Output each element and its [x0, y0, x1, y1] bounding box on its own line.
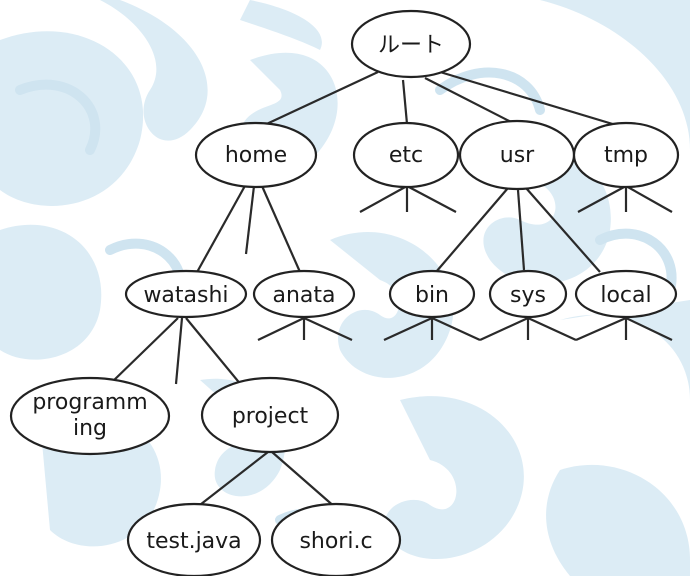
node-watashi: watashi: [124, 269, 248, 319]
node-tmp: tmp: [572, 121, 680, 189]
node-watashi-label: watashi: [143, 283, 228, 308]
edge-usr-local: [525, 187, 601, 273]
edge-root-home: [257, 71, 379, 129]
node-anata-ellipse: [252, 269, 356, 319]
edge-anata-stub-left: [257, 317, 305, 341]
node-test-java-ellipse: [126, 502, 262, 576]
edge-watashi-programming: [109, 317, 179, 385]
edge-usr-sys: [516, 189, 526, 271]
edge-tmp-stub-right: [625, 185, 673, 213]
node-home-ellipse: [194, 121, 318, 189]
node-bin-label: bin: [415, 283, 449, 308]
node-sys: sys: [488, 269, 568, 319]
edge-watashi-mid: [174, 317, 184, 385]
edge-project-shori-c: [271, 451, 337, 509]
node-etc: etc: [352, 121, 460, 189]
edge-etc-stub-left: [359, 185, 408, 213]
node-anata: anata: [252, 269, 356, 319]
edge-sys-stub-left: [479, 317, 529, 341]
node-test-java-label: test.java: [146, 529, 241, 554]
node-project-label: project: [232, 404, 309, 429]
node-local-ellipse: [574, 269, 678, 319]
node-tmp-label: tmp: [604, 143, 648, 168]
edge-project-test-java: [195, 451, 269, 509]
node-programming-ellipse: [9, 376, 171, 456]
node-root-label: ルート: [378, 33, 444, 58]
node-test-java: test.java: [126, 502, 262, 576]
node-root: ルート: [350, 9, 472, 79]
node-etc-ellipse: [352, 121, 460, 189]
edge-root-tmp: [439, 70, 627, 130]
node-tmp-ellipse: [572, 121, 680, 189]
edge-local-stub-left: [575, 316, 627, 342]
node-etc-label: etc: [389, 143, 423, 168]
node-shori-c-ellipse: [270, 502, 402, 576]
node-local-label: local: [600, 283, 651, 308]
node-anata-label: anata: [272, 283, 335, 308]
node-bin-ellipse: [388, 269, 476, 319]
node-programming: programm ing: [9, 376, 171, 456]
node-sys-label: sys: [510, 283, 546, 308]
node-local: local: [574, 269, 678, 319]
edge-root-usr: [424, 77, 516, 125]
node-shori-c: shori.c: [270, 502, 402, 576]
edge-home-anata: [260, 185, 302, 273]
node-project-ellipse: [200, 376, 340, 454]
node-watashi-ellipse: [124, 269, 248, 319]
tree-edges: [109, 70, 673, 509]
node-programming-label-line2: ing: [73, 416, 107, 441]
node-programming-label-line1: programm: [32, 390, 147, 415]
node-sys-ellipse: [488, 269, 568, 319]
edge-etc-stub-right: [406, 185, 457, 213]
node-project: project: [200, 376, 340, 454]
edge-home-mid: [244, 185, 256, 255]
node-usr-label: usr: [500, 143, 535, 168]
node-usr: usr: [458, 119, 576, 191]
edge-tmp-stub-left: [577, 185, 627, 213]
edge-anata-stub-right: [303, 317, 353, 341]
node-home: home: [194, 121, 318, 189]
edge-bin-stub-right: [431, 317, 481, 341]
edge-sys-stub-right: [527, 317, 577, 341]
edge-local-stub-right: [625, 317, 673, 341]
node-shori-c-label: shori.c: [299, 529, 372, 554]
edge-bin-stub-left: [383, 317, 433, 341]
node-root-ellipse: [350, 9, 472, 79]
edge-root-etc: [401, 79, 409, 125]
node-bin: bin: [388, 269, 476, 319]
edge-watashi-project: [185, 317, 243, 387]
node-home-label: home: [225, 143, 287, 168]
edge-home-watashi: [195, 183, 247, 275]
edge-usr-bin: [435, 187, 509, 273]
